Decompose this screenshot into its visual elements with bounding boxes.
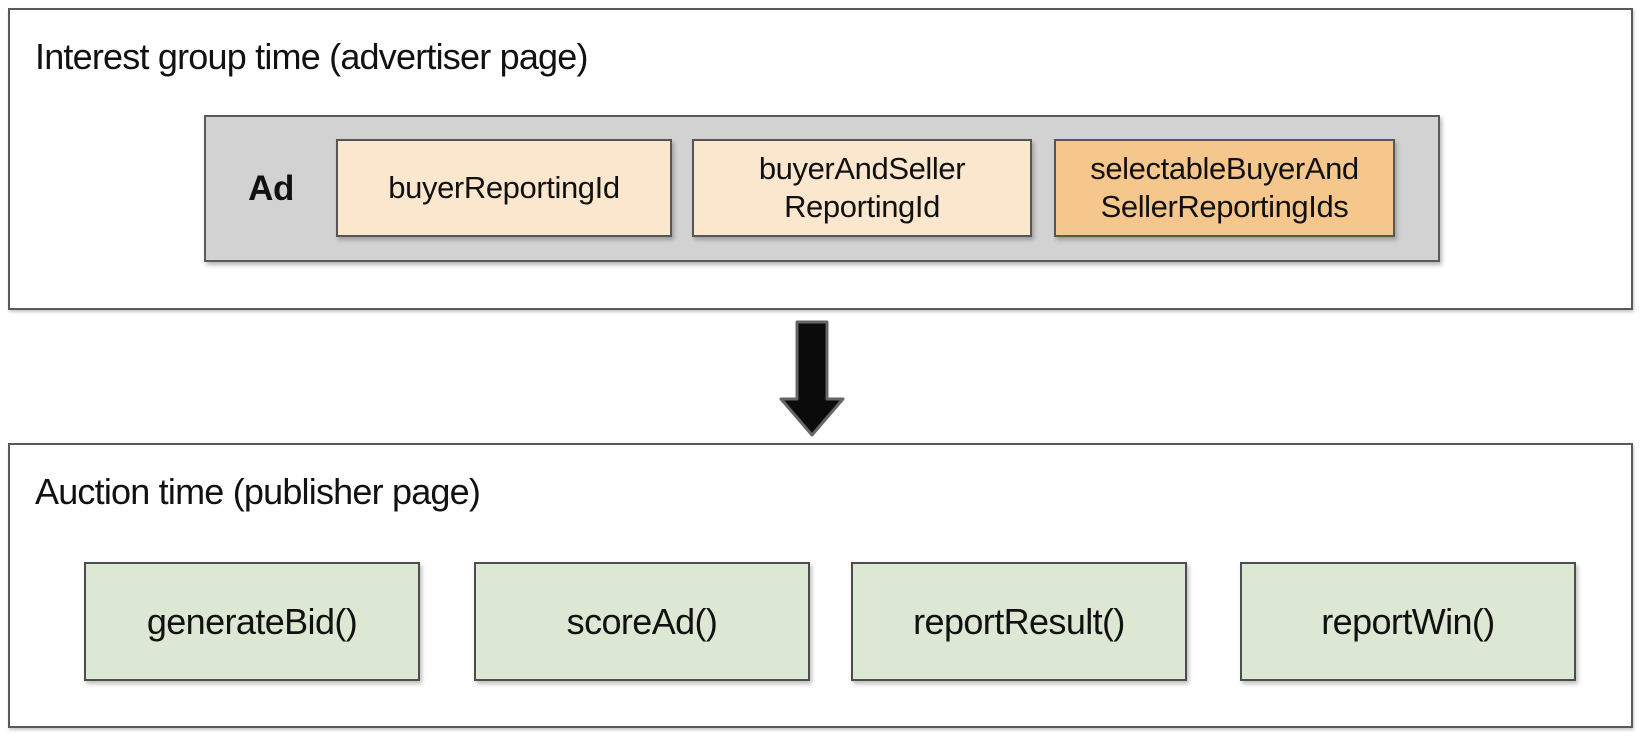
ad-label: Ad [248, 168, 294, 208]
auction-panel: Auction time (publisher page) generateBi… [8, 443, 1633, 728]
auction-title: Auction time (publisher page) [35, 471, 481, 512]
interest-group-title: Interest group time (advertiser page) [35, 36, 588, 77]
chip-buyer-reporting-id: buyerReportingId [336, 139, 672, 237]
chip-selectable-buyer-and-seller-reporting-ids: selectableBuyerAnd SellerReportingIds [1054, 139, 1395, 237]
function-box-report-result: reportResult() [851, 562, 1187, 681]
function-box-generate-bid: generateBid() [84, 562, 420, 681]
function-box-report-win: reportWin() [1240, 562, 1576, 681]
function-box-score-ad: scoreAd() [474, 562, 810, 681]
ad-container: Ad buyerReportingId buyerAndSeller Repor… [204, 115, 1440, 262]
interest-group-panel: Interest group time (advertiser page) Ad… [8, 8, 1633, 310]
down-arrow-icon [779, 320, 845, 437]
chip-buyer-and-seller-reporting-id: buyerAndSeller ReportingId [692, 139, 1032, 237]
